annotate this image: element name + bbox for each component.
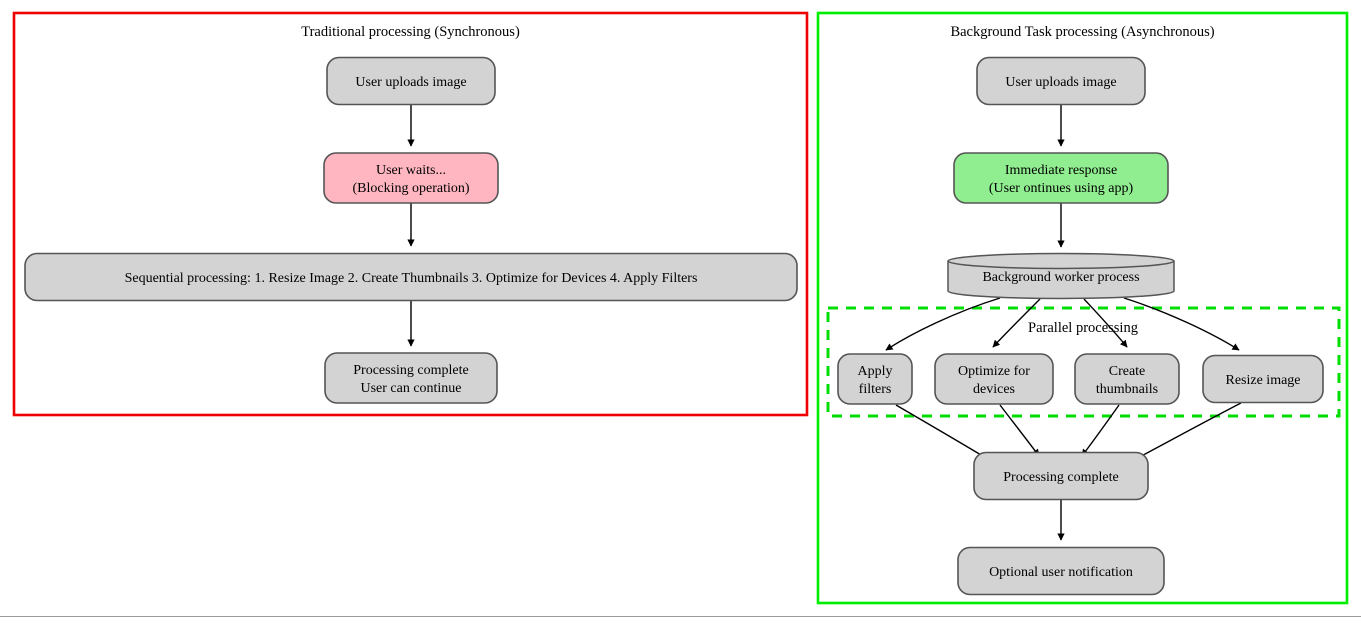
node-shape-p-apply (837, 353, 913, 405)
node-shape-b-upload (976, 56, 1146, 106)
panels-layer: Traditional processing (Synchronous) Back… (12, 11, 1349, 605)
node-label-t-complete-line0: Processing complete (353, 363, 468, 378)
edge-p-apply-to-b-complete (895, 404, 992, 462)
node-shape-p-resize (1202, 354, 1324, 404)
node-label-b-notify-line0: Optional user notification (989, 565, 1133, 580)
edge-b-worker-to-p-optimize (992, 298, 1041, 348)
node-p-thumbs[interactable]: Create thumbnails (1074, 353, 1180, 405)
node-shape-p-thumbs (1074, 353, 1180, 405)
node-label-t-complete-line1: User can continue (360, 381, 461, 396)
panel-title-traditional: Traditional processing (Synchronous) (301, 24, 520, 40)
node-shape-b-immediate (953, 152, 1169, 204)
node-b-complete[interactable]: Processing complete (973, 451, 1149, 501)
node-b-upload[interactable]: User uploads image (976, 56, 1146, 106)
cluster-border-parallel (826, 306, 1341, 418)
edge-b-worker-to-p-thumbs (1083, 298, 1128, 348)
node-label-p-apply-line1: filters (859, 382, 892, 397)
node-shape-t-wait (323, 152, 499, 204)
edge-p-optimize-to-b-complete (999, 404, 1040, 457)
node-label-t-wait-line1: (Blocking operation) (352, 181, 469, 196)
panel-title-background: Background Task processing (Asynchronous… (950, 24, 1214, 40)
node-shape-t-sequential (24, 252, 798, 302)
node-p-optimize[interactable]: Optimize for devices (934, 353, 1054, 405)
panel-border-background (816, 11, 1349, 605)
node-t-sequential[interactable]: Sequential processing: 1. Resize Image 2… (24, 252, 798, 302)
node-b-notify[interactable]: Optional user notification (957, 546, 1165, 596)
edge-b-worker-to-p-apply (885, 297, 1001, 351)
edge-b-worker-to-p-resize (1123, 297, 1240, 351)
node-label-b-immediate-line0: Immediate response (1005, 163, 1117, 178)
clusters-layer: Parallel processing (826, 306, 1341, 418)
node-label-p-optimize-line0: Optimize for (958, 364, 1030, 379)
node-shape-b-complete (973, 451, 1149, 501)
cluster-parallel: Parallel processing (826, 306, 1341, 418)
panel-traditional: Traditional processing (Synchronous) (12, 11, 809, 417)
node-t-upload[interactable]: User uploads image (326, 56, 496, 106)
node-label-b-immediate-line1: (User ontinues using app) (989, 181, 1134, 196)
node-shape-b-notify (957, 546, 1165, 596)
node-p-apply[interactable]: Apply filters (837, 353, 913, 405)
node-label-p-thumbs-line1: thumbnails (1096, 382, 1158, 397)
node-shape-p-optimize (934, 353, 1054, 405)
panel-border-traditional (12, 11, 809, 417)
node-label-p-apply-line0: Apply (858, 364, 893, 379)
node-p-resize[interactable]: Resize image (1202, 354, 1324, 404)
node-cylinder-lip-b-worker (947, 260, 1175, 270)
panel-background: Background Task processing (Asynchronous… (816, 11, 1349, 605)
node-t-wait[interactable]: User waits... (Blocking operation) (323, 152, 499, 204)
node-label-p-thumbs-line0: Create (1109, 364, 1146, 379)
edge-p-resize-to-b-complete (1131, 402, 1242, 462)
node-shape-t-upload (326, 56, 496, 106)
cluster-title-parallel: Parallel processing (1028, 320, 1138, 336)
node-label-b-upload-line0: User uploads image (1005, 75, 1116, 90)
node-shape-t-complete (324, 352, 498, 404)
node-label-p-optimize-line1: devices (973, 382, 1015, 397)
node-label-p-resize-line0: Resize image (1225, 373, 1300, 388)
node-label-t-wait-line0: User waits... (376, 163, 446, 178)
edge-p-thumbs-to-b-complete (1081, 404, 1120, 457)
node-label-b-complete-line0: Processing complete (1003, 470, 1118, 485)
node-label-t-sequential-line0: Sequential processing: 1. Resize Image 2… (125, 271, 698, 286)
node-shape-b-worker (947, 252, 1175, 300)
node-b-worker[interactable]: Background worker process (947, 252, 1175, 300)
node-b-immediate[interactable]: Immediate response (User ontinues using a… (953, 152, 1169, 204)
node-label-b-worker-line0: Background worker process (982, 270, 1139, 285)
node-label-t-upload-line0: User uploads image (355, 75, 466, 90)
